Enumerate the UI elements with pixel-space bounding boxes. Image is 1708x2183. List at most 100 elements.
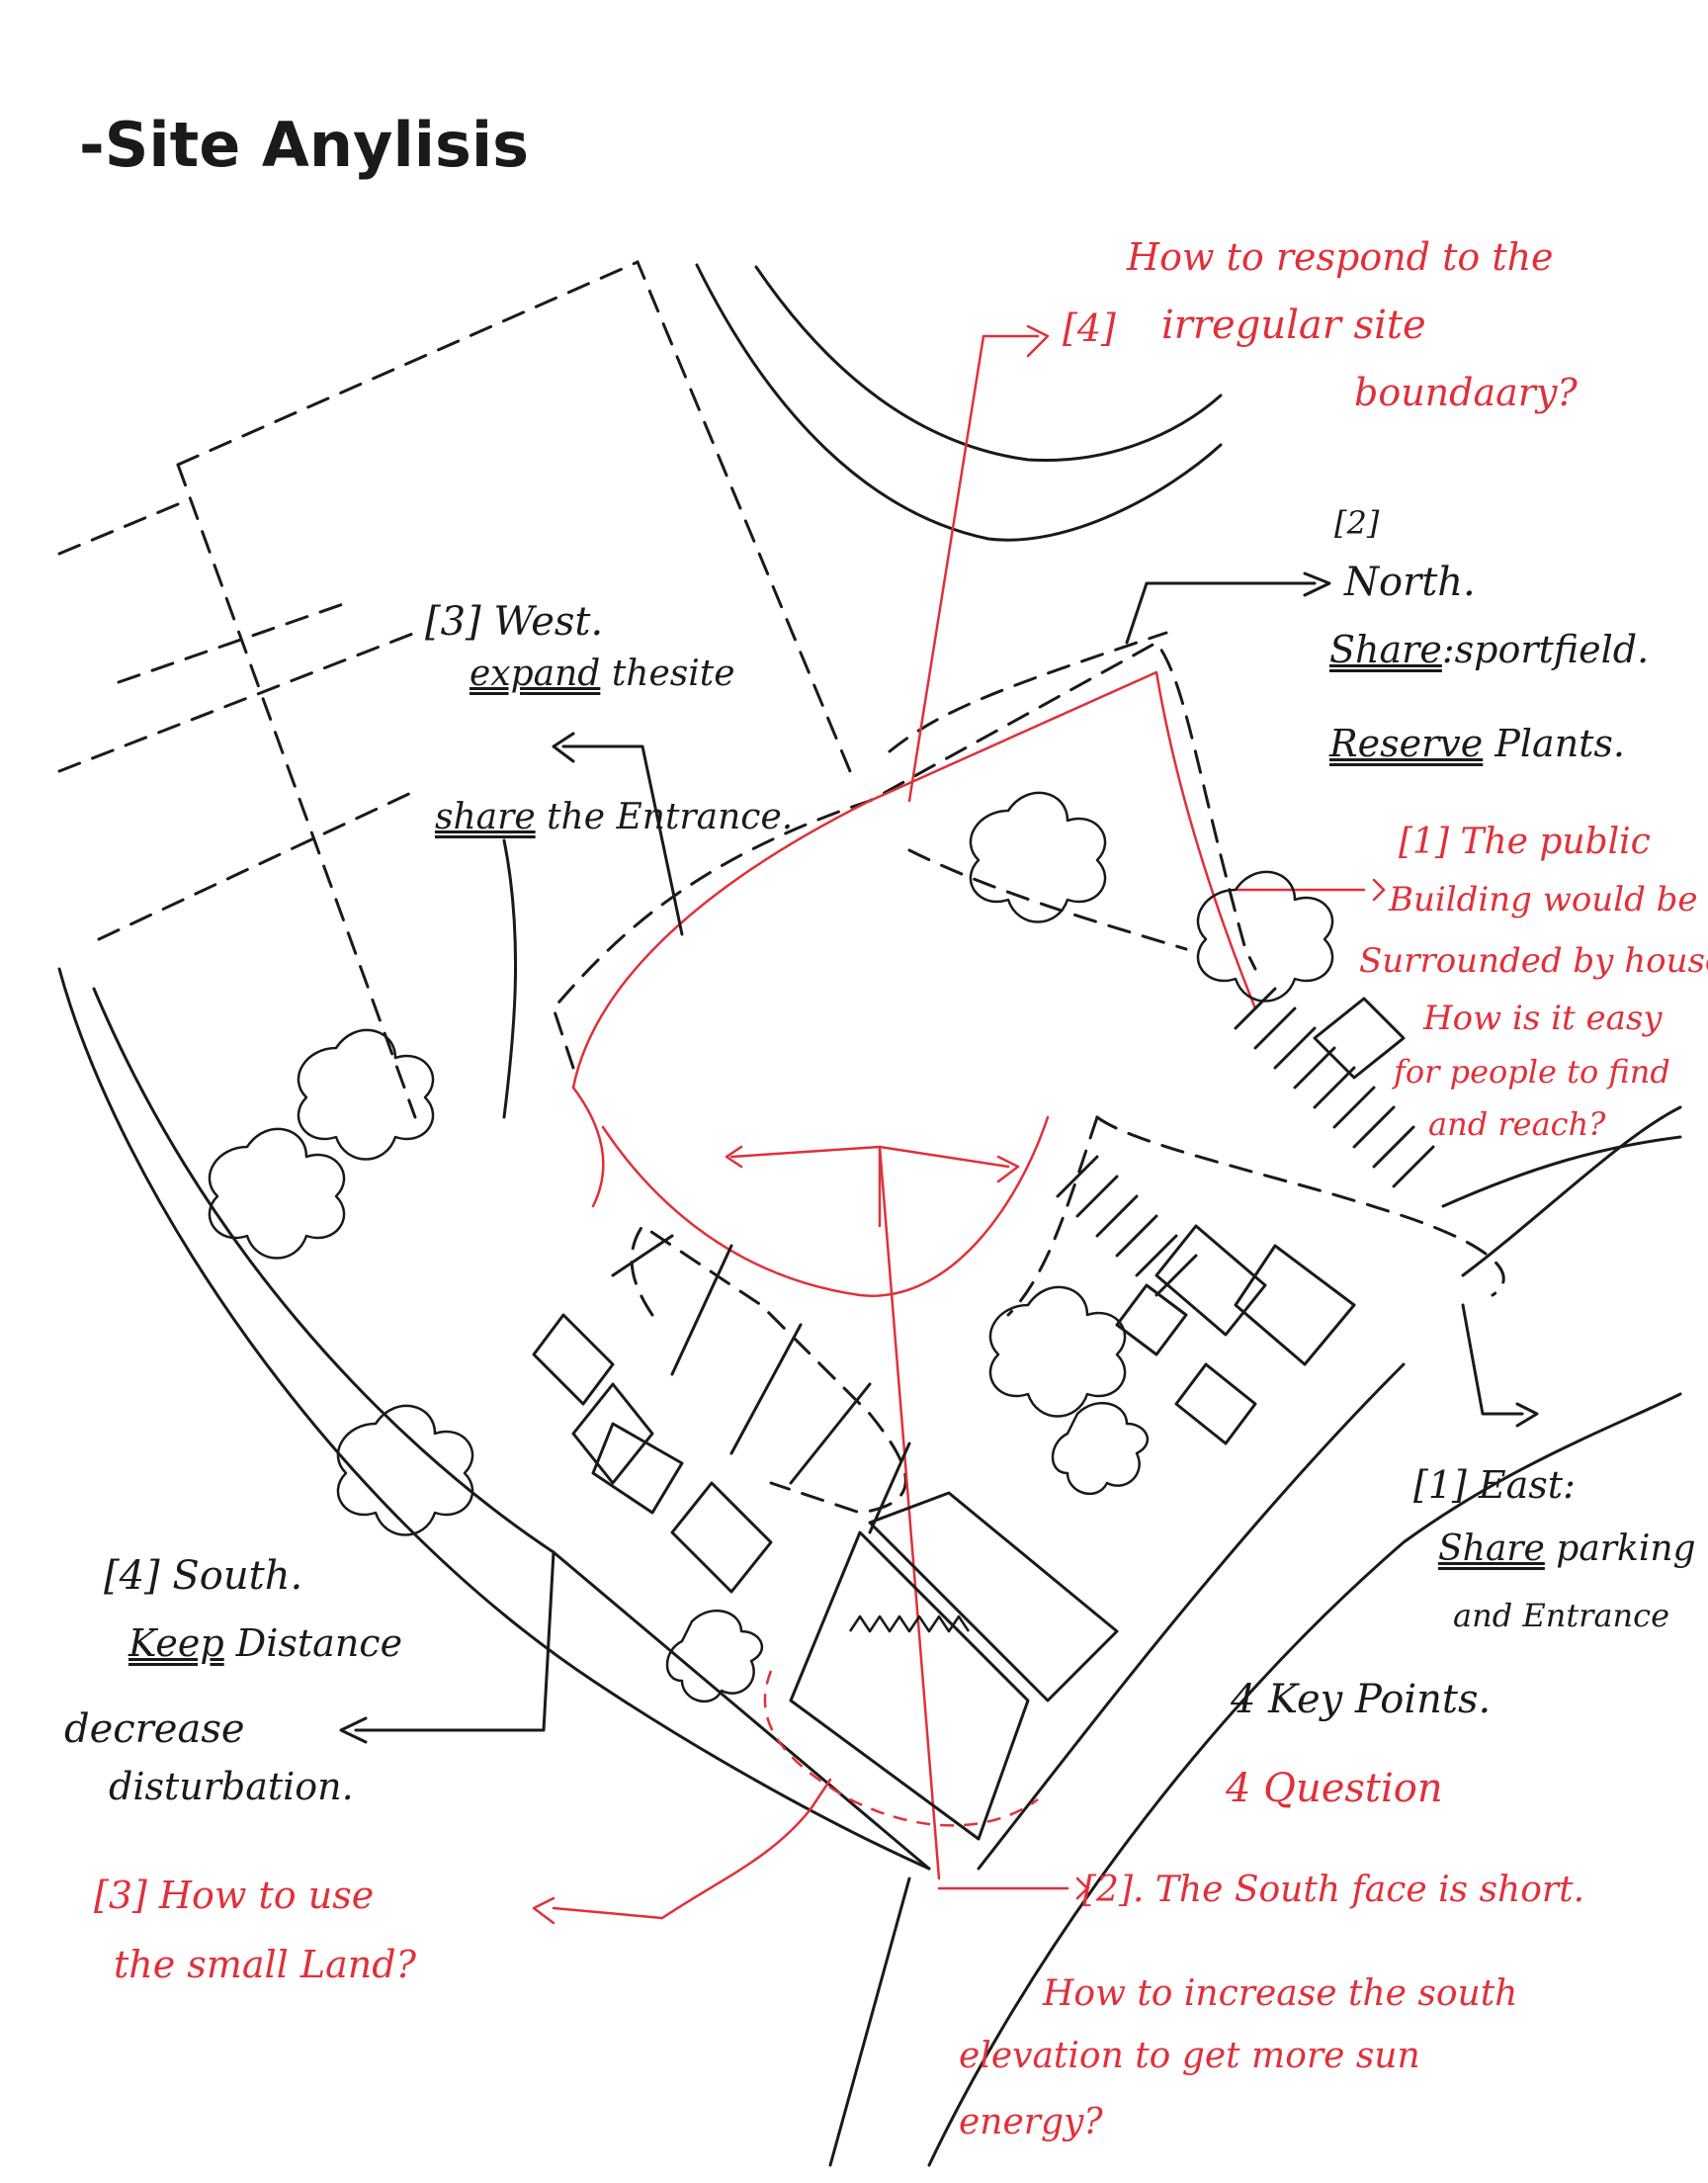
tree-south: [665, 1610, 763, 1703]
q4-line2: irregular site: [1161, 303, 1426, 348]
east-share: Share parking: [1438, 1528, 1696, 1570]
q3-line1: [3] How to use: [94, 1874, 375, 1917]
red-arrow-head-3: [1075, 1877, 1089, 1900]
west-share-word: share: [435, 797, 536, 837]
q4-line3: boundaary?: [1354, 371, 1578, 414]
east-road-edge: [927, 1392, 1682, 2167]
leader-north-arrow: [1303, 571, 1331, 597]
red-leader-q4: [907, 334, 1040, 803]
south-keep-rest: Distance: [235, 1621, 403, 1665]
tree-cluster-north-2: [1196, 870, 1334, 1003]
q1-line2: Building would be: [1389, 880, 1698, 919]
west-share-rest: the Entrance.: [547, 797, 794, 837]
west-expand: expand thesite: [470, 653, 735, 695]
north-share-rest: :sportfield.: [1441, 628, 1650, 671]
q1-line4: How is it easy: [1423, 999, 1663, 1038]
parking-stripes-2: [1056, 1155, 1198, 1297]
house-2: [571, 1382, 654, 1485]
site-inner-dashed-cross: [907, 848, 1188, 951]
dim-arrow-4: [789, 1382, 872, 1485]
red-arrow-head-1: [1026, 324, 1050, 358]
west-expand-word: expand: [470, 654, 601, 694]
house-1: [532, 1313, 615, 1406]
east-share-rest: parking: [1556, 1528, 1696, 1569]
dim-arrow-2: [670, 1244, 733, 1376]
house-5: [1154, 1224, 1267, 1337]
south-keep-word: Keep: [128, 1621, 224, 1665]
leader-east: [1461, 1303, 1524, 1416]
east-line3: and Entrance: [1453, 1597, 1670, 1634]
red-arrow-head-4: [532, 1896, 555, 1925]
red-dashed-small-land: [763, 1670, 1039, 1827]
q2-line1: [2]. The South face is short.: [1082, 1870, 1585, 1910]
east-building-block: [1313, 997, 1406, 1080]
south-label: [4] South.: [104, 1553, 303, 1599]
west-parcel-dashed: [176, 260, 852, 773]
leader-west-arrow: [552, 732, 575, 763]
leader-south: [354, 1550, 555, 1732]
east-road-mid: [1441, 1135, 1682, 1208]
q1-line1: [1] The public: [1399, 822, 1651, 862]
house-7: [1174, 1362, 1257, 1445]
key-points: 4 Key Points.: [1231, 1677, 1492, 1722]
south-lot: [789, 1530, 1030, 1841]
dim-arrow-3: [729, 1323, 803, 1455]
leader-west-share: [502, 838, 518, 1119]
west-expand-rest: thesite: [611, 654, 735, 694]
site-red-west-edge: [571, 1086, 605, 1208]
west-parcel-dashed-bottom: [97, 789, 417, 941]
leader-west: [561, 744, 684, 936]
north-road-curve-outer: [754, 265, 1223, 463]
q2-line3: elevation to get more sun: [959, 2036, 1420, 2076]
site-top-dashed: [888, 631, 1168, 753]
east-dashed-left: [1006, 1115, 1099, 1317]
red-leader-q3: [660, 1778, 832, 1920]
tree-cluster-west-3: [336, 1404, 474, 1536]
q1-line3: Surrounded by house: [1359, 941, 1708, 981]
east-road-lower: [977, 1362, 1406, 1871]
leader-south-arrow: [339, 1716, 368, 1744]
tree-cluster-west: [208, 1127, 346, 1260]
questions: 4 Question: [1226, 1766, 1443, 1811]
south-keep: Keep Distance: [128, 1621, 402, 1667]
red-arrow-center-left: [729, 1145, 1010, 1169]
site-red-inner-curve: [601, 1115, 1050, 1297]
west-parcel-dashed-mid: [57, 631, 417, 773]
house-3: [591, 1422, 684, 1515]
north-share: Share:sportfield.: [1329, 628, 1649, 673]
q1-line6: and reach?: [1428, 1105, 1606, 1143]
east-lot: [868, 1491, 1119, 1703]
west-parcel-dashed-left: [176, 463, 417, 1119]
north-road-curve-inner: [695, 263, 1223, 542]
north-label: North.: [1344, 560, 1476, 605]
red-arrow-head-5: [996, 1155, 1020, 1183]
tree-cluster-west-2: [297, 1028, 435, 1161]
dim-arrow-5: [868, 1441, 911, 1534]
south-road-spur: [828, 1877, 911, 2167]
hedge-south-lot: [848, 1615, 971, 1633]
west-road-curve: [57, 967, 931, 1871]
red-leader-q3-arrow: [552, 1906, 664, 1920]
west-label: [3] West.: [425, 599, 604, 645]
leader-east-arrow: [1515, 1402, 1539, 1428]
q4-line1: How to respond to the: [1127, 235, 1554, 279]
red-vertical-axis: [878, 1145, 941, 1880]
red-arrow-head-6: [725, 1145, 743, 1169]
q1-line5: for people to find: [1394, 1053, 1670, 1091]
tree-cluster-north: [969, 791, 1107, 923]
east-label: [1] East:: [1413, 1463, 1576, 1507]
dim-arrow-1: [611, 1234, 674, 1277]
south-line4: disturbation.: [109, 1765, 354, 1808]
house-8: [1115, 1283, 1188, 1356]
tree-east: [988, 1285, 1127, 1418]
west-share: share the Entrance.: [435, 796, 793, 838]
north-reserve: Reserve Plants.: [1329, 722, 1625, 767]
east-parking-dashed: [1095, 1115, 1505, 1297]
site-dashed-outline: [552, 641, 1257, 1070]
west-parcel-dashed-extra: [117, 601, 348, 684]
q3-line2: the small Land?: [114, 1943, 416, 1986]
west-parcel-dashed-top: [57, 502, 180, 556]
south-road-left: [552, 1550, 931, 1871]
red-arrow-head-2: [1372, 878, 1386, 902]
